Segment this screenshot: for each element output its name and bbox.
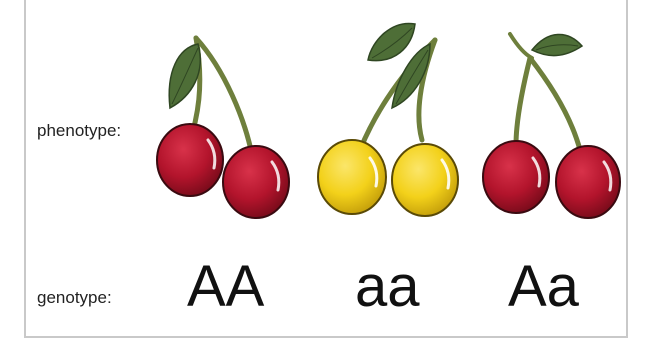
leaf-icon bbox=[391, 42, 431, 110]
red-cherry-icon bbox=[156, 123, 224, 197]
yellow-cherry-icon bbox=[391, 143, 459, 217]
leaf-icon bbox=[367, 22, 416, 62]
genotype-label: genotype: bbox=[37, 288, 112, 307]
cherry-pair-yellow-aa bbox=[317, 22, 459, 217]
genotype-AA: AA bbox=[187, 254, 265, 319]
genotype-Aa: Aa bbox=[508, 254, 579, 319]
phenotype-label: phenotype: bbox=[37, 121, 122, 140]
genotype-aa: aa bbox=[355, 254, 420, 319]
cherry-pair-red-AA bbox=[156, 35, 290, 219]
cherry-pair-red-Aa bbox=[482, 32, 621, 219]
